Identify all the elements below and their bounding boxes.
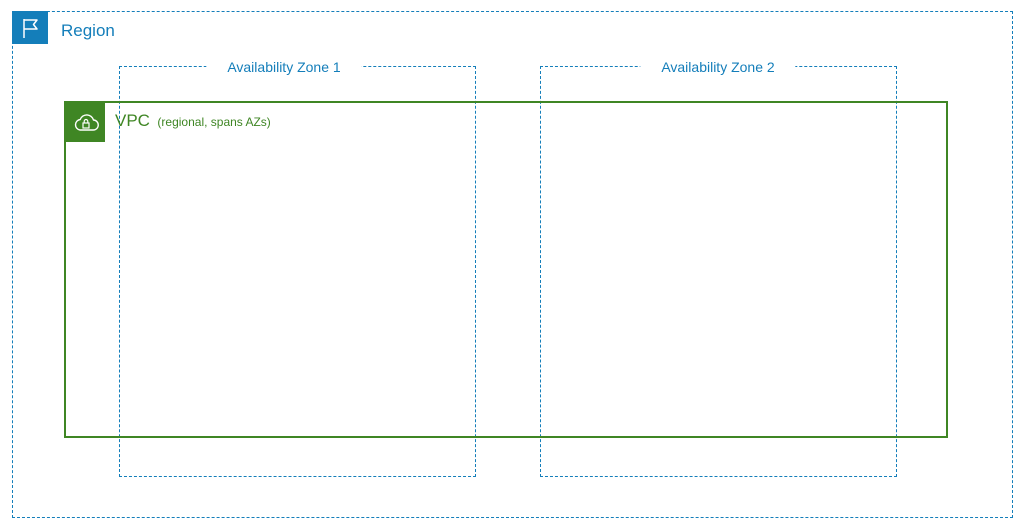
vpc-container bbox=[64, 101, 948, 438]
region-label: Region bbox=[61, 21, 115, 40]
vpc-title: VPC bbox=[115, 111, 150, 130]
region-container bbox=[12, 11, 1013, 518]
availability-zone-1-label: Availability Zone 1 bbox=[206, 57, 362, 77]
availability-zone-2-label: Availability Zone 2 bbox=[640, 57, 796, 77]
cloud-lock-icon bbox=[66, 103, 105, 142]
vpc-note: (regional, spans AZs) bbox=[157, 115, 271, 129]
flag-icon bbox=[12, 11, 48, 44]
vpc-label: VPC (regional, spans AZs) bbox=[115, 110, 271, 133]
